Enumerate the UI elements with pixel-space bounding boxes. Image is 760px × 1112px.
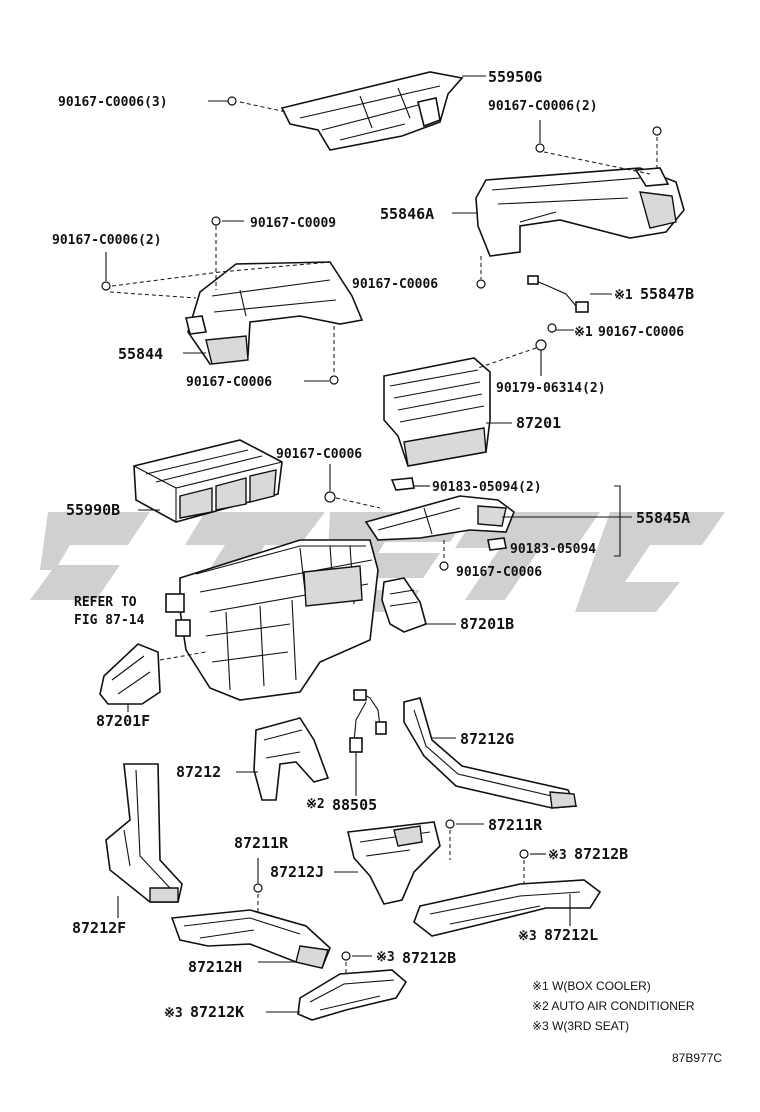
part-87201F[interactable]: [99, 643, 207, 705]
part-55990B[interactable]: [133, 439, 283, 523]
label-87212: 87212: [176, 763, 221, 781]
part-87212F[interactable]: [105, 763, 183, 903]
bolt-87211R-right: [445, 819, 455, 860]
footnotes: ※1 W(BOX COOLER) ※2 AUTO AIR CONDITIONER…: [532, 979, 722, 1065]
label-90179-06314: 90179-06314(2): [496, 381, 606, 396]
label-55847B: 55847B: [640, 285, 694, 303]
label-90167-C0006-x1: 90167-C0006: [598, 325, 684, 340]
part-55844[interactable]: [185, 261, 364, 365]
part-heater-unit[interactable]: [165, 539, 379, 701]
part-87212[interactable]: [253, 717, 330, 801]
label-87212H: 87212H: [188, 958, 242, 976]
label-87201F: 87201F: [96, 712, 150, 730]
marker-x3-b-top: ※3: [548, 848, 567, 863]
marker-x3-b-low: ※3: [376, 950, 395, 965]
part-87212H[interactable]: [170, 909, 331, 969]
bolt-90167-c: [324, 464, 381, 509]
footnote-1: ※1 W(BOX COOLER): [532, 979, 651, 993]
part-87201[interactable]: [383, 357, 491, 467]
bolt-55846A-bottom: [476, 256, 486, 289]
label-55950G: 55950G: [488, 68, 542, 86]
label-90183-05094: 90183-05094: [510, 542, 596, 557]
label-90167-C0006-c: 90167-C0006: [276, 447, 362, 462]
label-87212K: 87212K: [190, 1003, 244, 1021]
label-87211R-right: 87211R: [488, 816, 543, 834]
marker-x3-k: ※3: [164, 1006, 183, 1021]
figure-code: 87B977C: [672, 1051, 722, 1065]
marker-x1-c0006: ※1: [574, 325, 593, 340]
label-55990B: 55990B: [66, 501, 120, 519]
label-87212J: 87212J: [270, 863, 324, 881]
clip-90183-top: [390, 477, 430, 491]
label-87212F: 87212F: [72, 919, 126, 937]
marker-x3-l: ※3: [518, 929, 537, 944]
label-55846A: 55846A: [380, 205, 434, 223]
bolt-87211R-left: [253, 858, 263, 934]
label-87212B-top: 87212B: [574, 845, 628, 863]
bolt-55847B: [547, 323, 557, 333]
footnote-2: ※2 AUTO AIR CONDITIONER: [532, 999, 695, 1013]
label-90167-C0009: 90167-C0009: [250, 216, 336, 231]
label-87211R-left: 87211R: [234, 834, 289, 852]
part-55845A[interactable]: [364, 495, 515, 541]
label-87201B: 87201B: [460, 615, 514, 633]
label-87212G: 87212G: [460, 730, 514, 748]
part-55950G[interactable]: [280, 71, 464, 151]
label-90183-05094-2: 90183-05094(2): [432, 480, 542, 495]
bolt-55844-bottom: [329, 326, 339, 385]
part-87201B[interactable]: [381, 577, 427, 633]
bolt-55846A-top: [535, 126, 662, 175]
part-87212G[interactable]: [403, 697, 578, 809]
label-90167-C0006-3: 90167-C0006(3): [58, 95, 168, 110]
bolt-55950G-left: [227, 96, 287, 113]
part-87212K[interactable]: [297, 969, 408, 1021]
part-labels: 55950G 90167-C0006(3) 90167-C0006(2) 558…: [52, 68, 694, 1021]
label-90167-C0006-low: 90167-C0006: [186, 375, 272, 390]
marker-x2: ※2: [306, 797, 325, 812]
bolt-55844-top: [101, 216, 331, 299]
label-90167-C0006-mid: 90167-C0006: [352, 277, 438, 292]
label-refer-2: FIG 87-14: [74, 613, 145, 628]
clip-90179-06314: [477, 339, 547, 376]
label-88505: 88505: [332, 796, 377, 814]
part-88505[interactable]: [349, 689, 387, 753]
marker-x1-55847B: ※1: [614, 288, 633, 303]
part-55847B[interactable]: [527, 275, 589, 313]
label-90167-C0006-2-top: 90167-C0006(2): [488, 99, 598, 114]
label-87212B-low: 87212B: [402, 949, 456, 967]
label-55845A: 55845A: [636, 509, 690, 527]
label-87201: 87201: [516, 414, 561, 432]
label-90167-C0006-d: 90167-C0006: [456, 565, 542, 580]
label-90167-C0006-2-left: 90167-C0006(2): [52, 233, 162, 248]
part-87212J[interactable]: [347, 821, 441, 905]
label-refer-1: REFER TO: [74, 595, 137, 610]
label-87212L: 87212L: [544, 926, 598, 944]
part-87212L[interactable]: [413, 879, 602, 937]
bolt-90167-d: [439, 540, 449, 571]
label-55844: 55844: [118, 345, 163, 363]
clip-90183-bottom: [487, 537, 507, 551]
footnote-3: ※3 W(3RD SEAT): [532, 1019, 629, 1033]
part-55846A[interactable]: [475, 167, 685, 257]
